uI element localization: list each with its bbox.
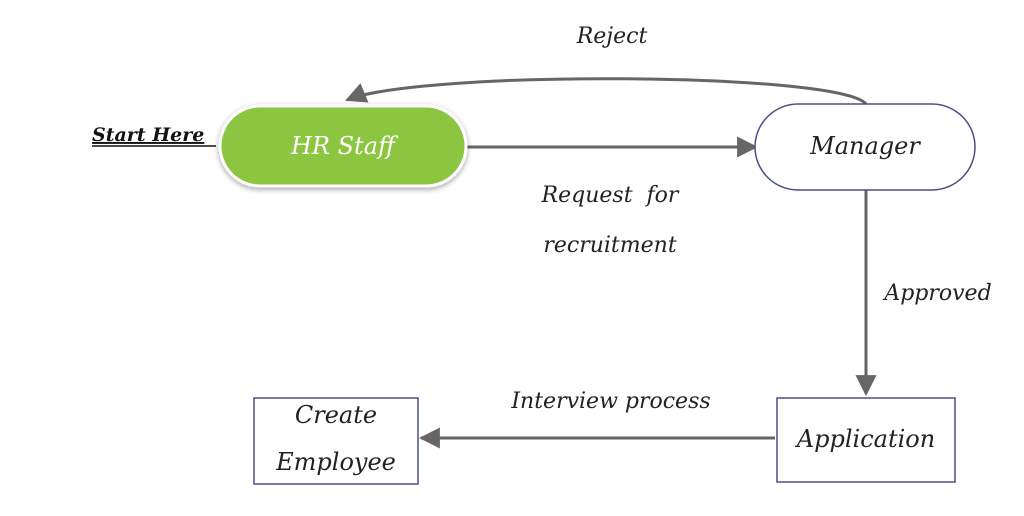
create-employee-label-line1: Create bbox=[295, 401, 377, 429]
create-employee-shape bbox=[253, 397, 419, 485]
application-shape bbox=[776, 397, 956, 483]
reject-arrow bbox=[345, 77, 868, 106]
application-label: Application bbox=[795, 425, 935, 453]
hr-staff-label: HR Staff bbox=[290, 132, 399, 160]
request-label-line1: Request for bbox=[541, 183, 680, 208]
hr-staff-shape bbox=[218, 104, 468, 188]
request-label-line2: recruitment bbox=[543, 233, 676, 258]
approved-label: Approved bbox=[882, 281, 991, 306]
hr-staff-node[interactable]: HR Staff bbox=[218, 104, 468, 188]
create-employee-label-line2: Employee bbox=[275, 448, 396, 476]
manager-node[interactable]: Manager bbox=[754, 103, 976, 191]
interview-label: Interview process bbox=[510, 389, 710, 414]
create-employee-node[interactable]: Create Employee bbox=[253, 397, 419, 485]
manager-shape bbox=[754, 103, 976, 191]
application-node[interactable]: Application bbox=[776, 397, 956, 483]
start-here-label: Start Here bbox=[92, 124, 204, 146]
manager-label: Manager bbox=[809, 132, 921, 160]
reject-label: Reject bbox=[576, 24, 648, 49]
